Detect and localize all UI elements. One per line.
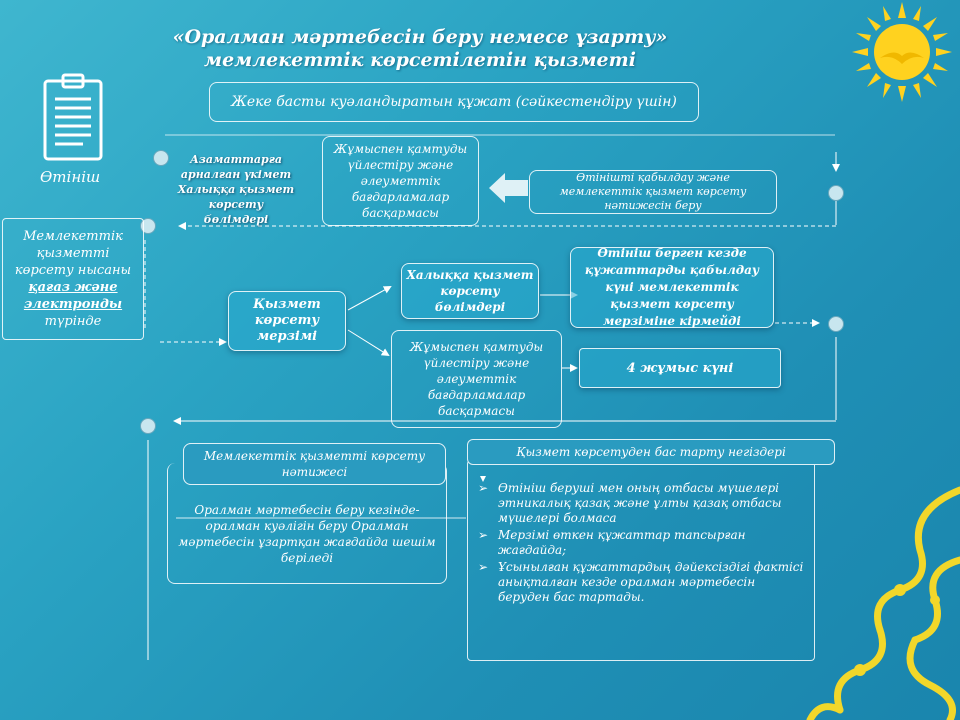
document-acceptance-note-box: Өтініш берген кезде құжаттарды қабылдау … [570, 246, 774, 328]
sun-emblem-icon [852, 2, 952, 102]
service-term-box: Қызмет көрсету мерзімі [228, 291, 346, 351]
title-line-1: «Оралман мәртебесін беру немесе ұзарту» [172, 26, 668, 48]
page-title: «Оралман мәртебесін беру немесе ұзарту» … [170, 26, 670, 72]
junction-dot [153, 150, 169, 166]
title-line-2: мемлекеттік көрсетілетін қызметі [204, 49, 636, 71]
citizens-government-centers-text: Азаматтарға арналған үкімет Халыққа қызм… [177, 153, 295, 226]
identity-document-text: Жеке басты куәландыратын құжат (сәйкесте… [231, 94, 677, 110]
employment-department-top-box: Жұмыспен қамтуды үйлестіру және әлеуметт… [322, 136, 479, 226]
paper-electronic-label: қағаз және электронды [23, 280, 123, 312]
list-item: Мерзімі өткен құжаттар тапсырған жағдайд… [476, 528, 804, 558]
identity-document-box: Жеке басты куәландыратын құжат (сәйкесте… [209, 82, 699, 122]
employment-department-mid-box: Жұмыспен қамтуды үйлестіру және әлеуметт… [391, 330, 562, 428]
list-item: Ұсынылған құжаттардың дәйексіздігі факті… [476, 560, 804, 605]
service-result-body-box: Оралман мәртебесін беру кезінде-оралман … [167, 463, 447, 584]
work-days-box: 4 жұмыс күні [579, 348, 781, 388]
junction-dot [140, 218, 156, 234]
service-form-box: Мемлекеттік қызметті көрсету нысаны қаға… [2, 218, 144, 340]
junction-dot [140, 418, 156, 434]
refusal-reasons-list: Өтініш беруші мен оның отбасы мүшелері э… [476, 481, 804, 607]
refusal-grounds-title-box: Қызмет көрсетуден бас тарту негіздері [467, 439, 835, 465]
list-item: Өтініш беруші мен оның отбасы мүшелері э… [476, 481, 804, 526]
clipboard-icon [43, 73, 103, 161]
accept-application-box: Өтінішті қабылдау және мемлекеттік қызме… [529, 170, 777, 214]
service-result-title-overlay: Мемлекеттік қызметті көрсету нәтижесі [183, 443, 446, 485]
kazakh-ornament-icon [806, 486, 960, 720]
junction-dot [828, 316, 844, 332]
refusal-grounds-box: Өтініш беруші мен оның отбасы мүшелері э… [467, 460, 815, 661]
public-service-dept-box: Халыққа қызмет көрсету бөлімдері [401, 263, 539, 319]
application-label: Өтініш [40, 168, 101, 186]
junction-dot [828, 185, 844, 201]
